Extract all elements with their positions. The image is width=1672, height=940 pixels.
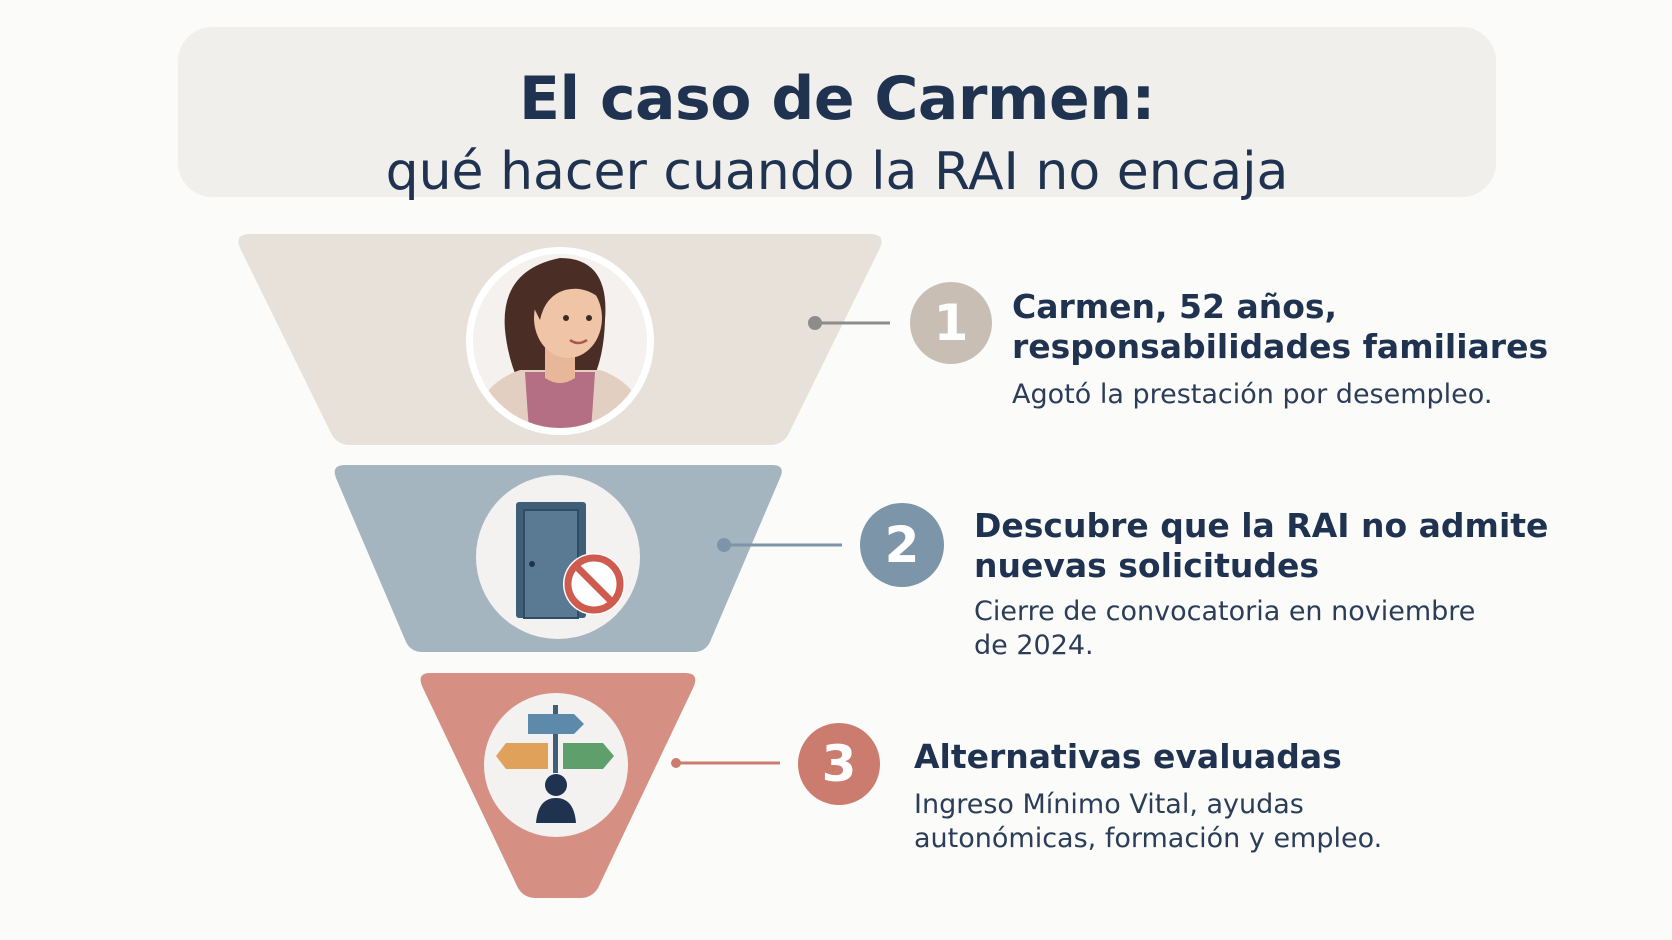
connector-3 [671,758,780,768]
connector-1 [808,316,890,330]
step-2-title-line2: nuevas solicitudes [974,546,1320,585]
title-banner: El caso de Carmen: qué hacer cuando la R… [178,27,1496,202]
signpost-person-icon [484,693,628,837]
page-subtitle: qué hacer cuando la RAI no encaja [385,142,1289,202]
step-1-title-line2: responsabilidades familiares [1012,327,1549,366]
step-2-description: Cierre de convocatoria en noviembre de 2… [974,596,1476,661]
step-1-badge: 1 [910,282,992,364]
step-1-title-line1: Carmen, 52 años, [1012,287,1338,326]
woman-portrait-icon [466,247,654,435]
closed-door-prohibited-icon [476,475,640,639]
step-3-badge: 3 [798,723,880,805]
step-1-description: Agotó la prestación por desempleo. [1012,379,1493,410]
page-title: El caso de Carmen: [519,64,1155,134]
step-2-title-line1: Descubre que la RAI no admite [974,506,1549,545]
step-3-description: Ingreso Mínimo Vital, ayudas autonómicas… [914,789,1383,854]
step-2-badge: 2 [860,503,944,587]
step-3-title-line1: Alternativas evaluadas [914,737,1342,776]
connector-2 [717,538,842,552]
